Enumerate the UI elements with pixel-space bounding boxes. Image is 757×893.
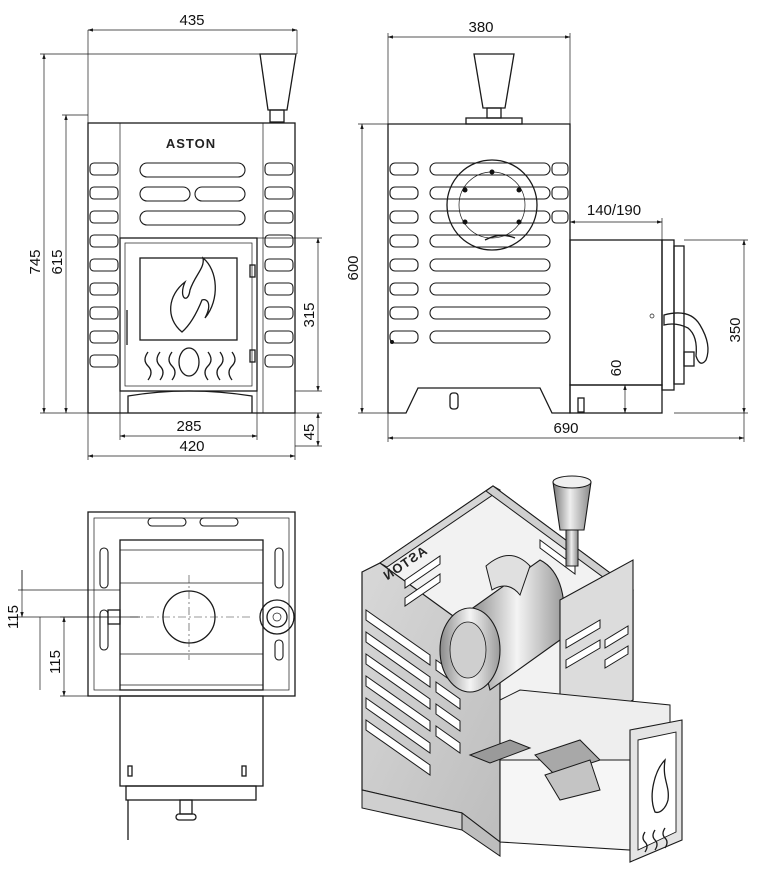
side-chimney-cup: [473, 53, 515, 109]
front-chimney-neck: [269, 109, 285, 123]
top-view: 115 115: [5, 511, 296, 840]
front-chimney-cup: [259, 53, 297, 111]
flame-icon: [170, 256, 216, 333]
front-left-slots: [89, 162, 119, 368]
front-ash-opening: [127, 390, 253, 413]
side-view: 380 600 140/190 350 60 690: [345, 19, 748, 442]
dim-front-door-height: 315: [301, 302, 318, 327]
dim-front-door-width: 285: [176, 418, 201, 435]
isometric-view: ASTON: [361, 475, 683, 863]
front-body-outline: [87, 122, 296, 414]
dim-front-height-total: 745: [27, 249, 44, 274]
dim-top-offset-2: 115: [47, 650, 64, 674]
dim-front-body-height: 615: [49, 249, 66, 274]
side-flue-circle: [446, 159, 538, 251]
front-view: ASTON 435 745: [27, 12, 322, 460]
dim-front-base-height: 45: [301, 424, 318, 441]
wave-icon: [144, 351, 152, 381]
front-dimensions: 435 745 615 315 45 285 420: [27, 12, 322, 460]
dim-side-tunnel: 140/190: [587, 202, 641, 219]
dim-side-height: 600: [345, 255, 362, 280]
front-brand-logo: ASTON: [166, 136, 216, 151]
tunnel-handle-icon: [663, 312, 709, 364]
top-round-element: [259, 599, 295, 635]
top-dimensions: 115 115: [5, 570, 140, 697]
front-right-slots: [264, 162, 294, 368]
dim-side-depth: 380: [468, 19, 493, 36]
iso-grate: [468, 739, 601, 801]
side-slots: [389, 162, 569, 344]
dim-side-total-length: 690: [553, 420, 578, 437]
dim-top-offset-1: 115: [5, 605, 22, 629]
dim-front-base-width: 420: [179, 438, 204, 455]
dim-side-tunnel-bottom: 60: [608, 360, 625, 377]
iso-chimney-cup: [552, 481, 592, 531]
front-door-glass: [139, 257, 238, 341]
dim-side-tunnel-height: 350: [727, 317, 744, 342]
dim-front-width-total: 435: [179, 12, 204, 29]
side-dimensions: 380 600 140/190 350 60 690: [345, 19, 748, 442]
